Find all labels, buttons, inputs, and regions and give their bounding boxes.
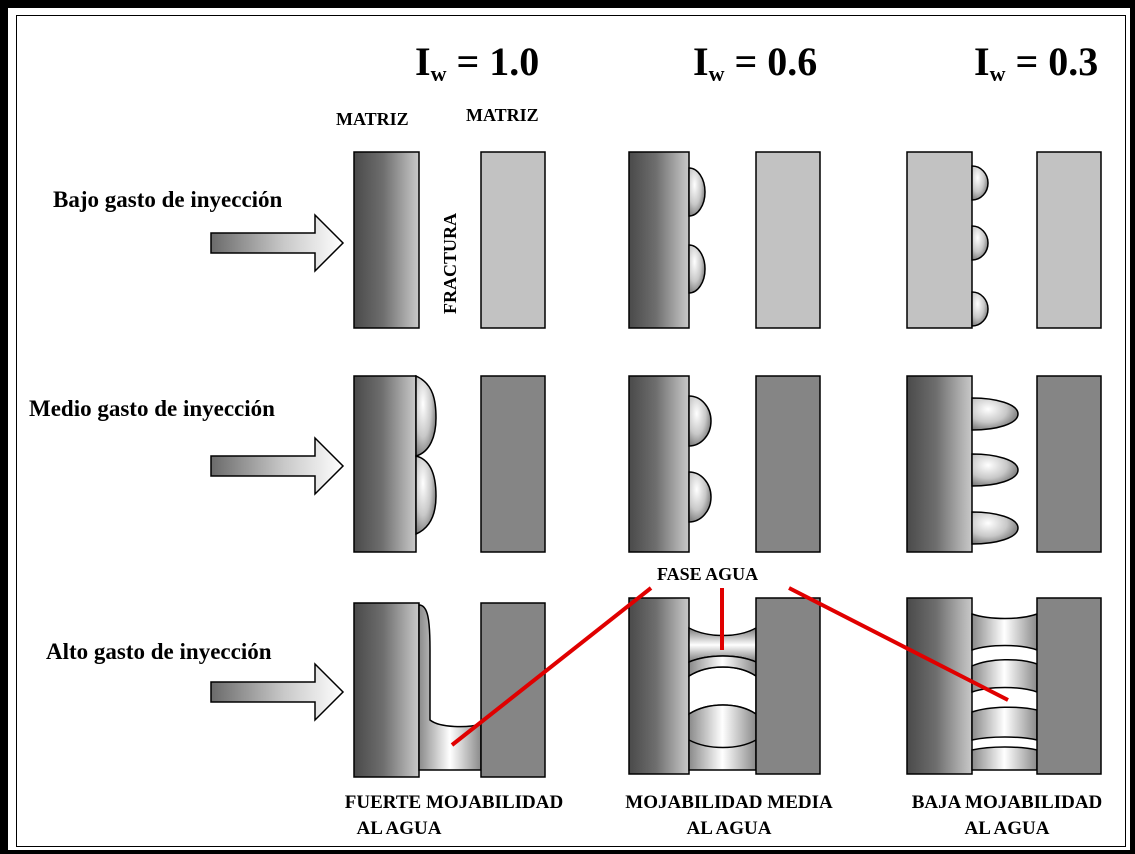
matrix-block xyxy=(628,151,690,329)
arrow-icon xyxy=(210,662,345,722)
matrix-block xyxy=(628,375,690,553)
bottom-label-low: BAJA MOJABILIDAD AL AGUA xyxy=(890,790,1124,842)
bottom-label-line: AL AGUA xyxy=(686,818,772,839)
matrix-block xyxy=(480,375,546,553)
bottom-label-line: MOJABILIDAD MEDIA xyxy=(625,792,833,813)
water-droplet xyxy=(971,291,989,327)
water-droplet xyxy=(971,453,1019,487)
water-droplet xyxy=(415,374,437,457)
water-droplet xyxy=(971,397,1019,431)
water-droplet xyxy=(688,244,706,294)
matrix-block xyxy=(1036,597,1102,775)
water-bridge xyxy=(971,706,1038,741)
bottom-label-line: AL AGUA xyxy=(964,818,1050,839)
row-label-low-rate: Bajo gasto de inyección xyxy=(53,187,283,212)
matrix-block xyxy=(628,597,690,775)
matrix-block xyxy=(906,151,973,329)
matrix-label-right: MATRIZ xyxy=(466,105,539,125)
arrow-icon xyxy=(210,436,345,496)
row-label-high-rate: Alto gasto de inyección xyxy=(46,639,272,664)
water-droplet xyxy=(971,225,989,261)
water-bridge xyxy=(688,704,757,771)
matrix-block xyxy=(755,597,821,775)
water-droplet xyxy=(971,165,989,201)
matrix-label-left: MATRIZ xyxy=(336,109,409,129)
water-droplet xyxy=(971,511,1019,545)
matrix-block xyxy=(353,151,420,329)
matrix-block xyxy=(353,602,420,778)
column-header-2: Iw = 0.6 xyxy=(693,39,818,86)
matrix-block xyxy=(480,602,546,778)
matrix-block xyxy=(353,375,417,553)
water-phase-label: FASE AGUA xyxy=(657,564,759,584)
bottom-label-strong: FUERTE MOJABILIDAD AL AGUA xyxy=(318,790,590,842)
matrix-block xyxy=(1036,375,1102,553)
bottom-label-line: FUERTE MOJABILIDAD xyxy=(344,792,564,813)
water-bridge xyxy=(971,746,1038,771)
water-droplet xyxy=(415,455,437,536)
matrix-block xyxy=(906,597,973,775)
water-film xyxy=(418,604,482,771)
water-droplet xyxy=(688,395,712,447)
fracture-label: FRACTURA xyxy=(440,213,460,314)
pointer-line xyxy=(450,586,653,747)
bottom-label-line: AL AGUA xyxy=(356,818,442,839)
matrix-block xyxy=(906,375,973,553)
water-bridge xyxy=(971,612,1038,652)
matrix-block xyxy=(1036,151,1102,329)
pointer-line xyxy=(788,586,1009,702)
inner-frame xyxy=(16,15,1126,847)
matrix-block xyxy=(755,151,821,329)
arrow-icon xyxy=(210,213,345,273)
bottom-label-line: BAJA MOJABILIDAD xyxy=(911,792,1103,813)
row-label-medium-rate: Medio gasto de inyección xyxy=(29,396,275,421)
column-header-1: Iw = 1.0 xyxy=(415,39,540,86)
column-header-3: Iw = 0.3 xyxy=(974,39,1099,86)
bottom-label-medium: MOJABILIDAD MEDIA AL AGUA xyxy=(604,790,854,842)
water-droplet xyxy=(688,471,712,523)
matrix-block xyxy=(480,151,546,329)
water-droplet xyxy=(688,167,706,217)
matrix-block xyxy=(755,375,821,553)
